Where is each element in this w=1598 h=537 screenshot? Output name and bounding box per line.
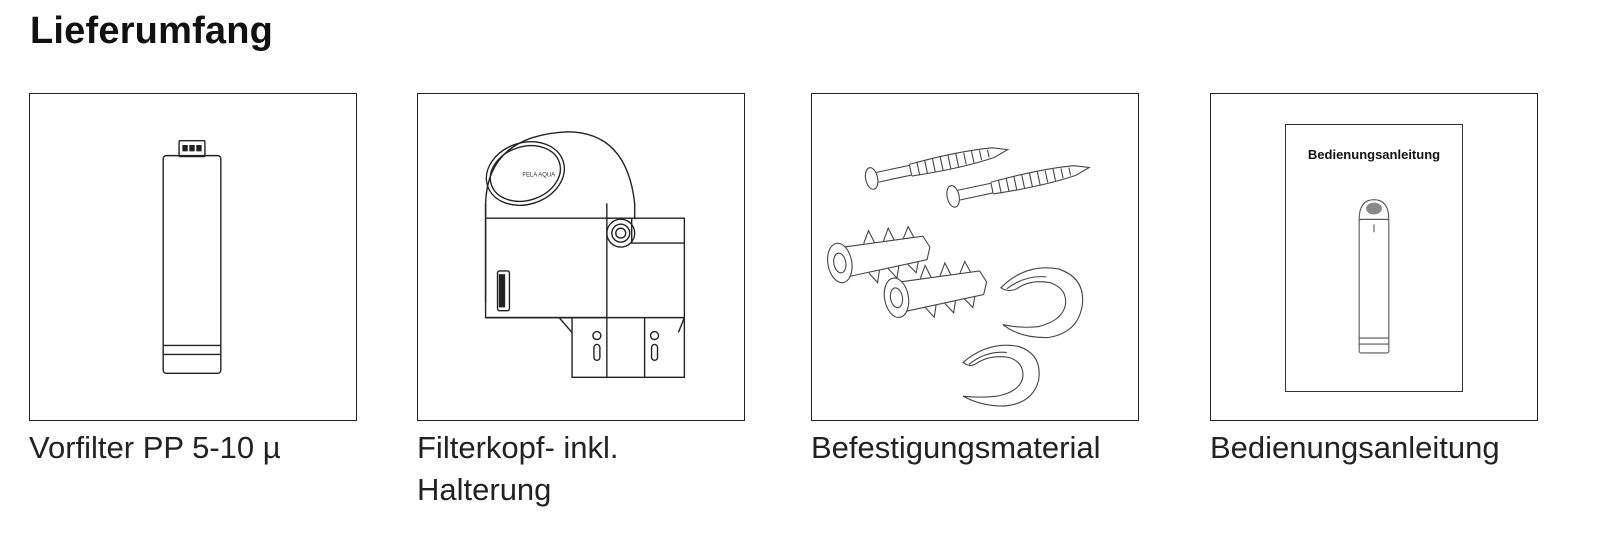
item-caption: Filterkopf- inkl. Halterung: [417, 430, 619, 507]
item-image-frame: FELA AQUA: [417, 93, 745, 421]
item-caption: Befestigungsmaterial: [811, 430, 1101, 465]
brand-mark: FELA AQUA: [522, 172, 555, 178]
item-mounting-material: Befestigungsmaterial: [811, 93, 1141, 469]
item-image-frame: [811, 93, 1139, 421]
manual-cover-title: Bedienungsanleitung: [1307, 147, 1441, 162]
filter-head-icon: FELA AQUA: [484, 131, 686, 378]
page-title: Lieferumfang: [30, 10, 274, 52]
filter-cartridge-icon: [162, 140, 222, 374]
item-filter-head: FELA AQUA Filterkopf- inkl. Halterung: [417, 93, 747, 511]
item-caption: Vorfilter PP 5-10 µ: [29, 430, 281, 465]
item-image-frame: Bedienungsanleitung: [1210, 93, 1538, 421]
item-prefilter: Vorfilter PP 5-10 µ: [29, 93, 359, 469]
item-image-frame: [29, 93, 357, 421]
manual-booklet-icon: Bedienungsanleitung: [1285, 124, 1463, 392]
screws-dowels-icon: [827, 147, 1091, 407]
item-manual: Bedienungsanleitung Bedienungsanleitung: [1210, 93, 1540, 469]
cartridge-illustration-icon: [1358, 199, 1390, 354]
item-caption: Bedienungsanleitung: [1210, 430, 1500, 465]
